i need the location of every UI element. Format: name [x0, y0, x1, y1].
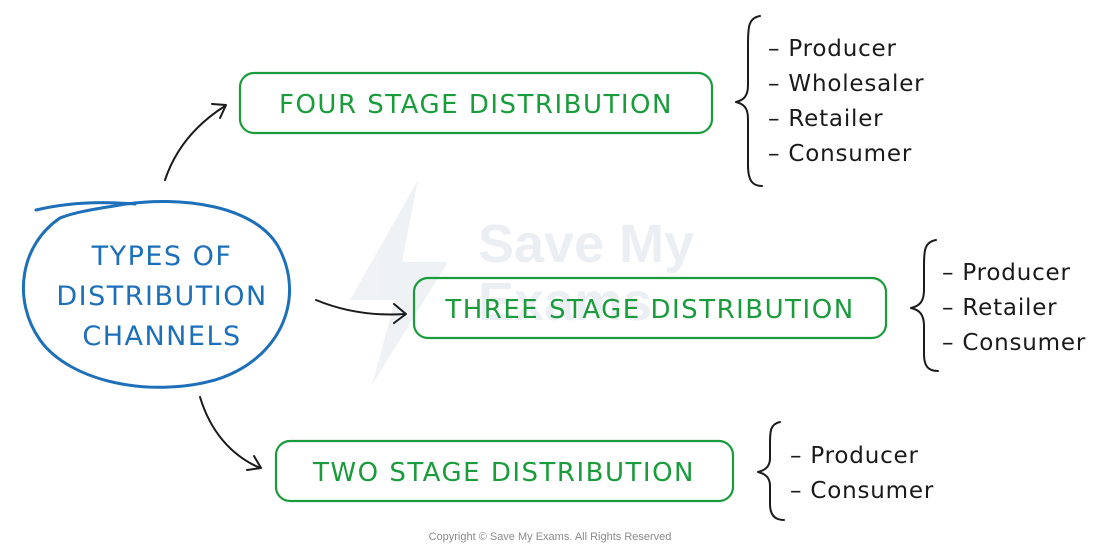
center-label-line1: TYPES OF	[91, 241, 233, 272]
arrow-to-two-stage	[199, 396, 262, 471]
list-item: – Retailer	[942, 295, 1057, 321]
three-stage-items: – Producer – Retailer – Consumer	[942, 260, 1086, 356]
center-node: TYPES OF DISTRIBUTION CHANNELS	[21, 199, 291, 389]
watermark: Save My Exams	[350, 180, 694, 385]
list-item: – Consumer	[790, 478, 934, 504]
center-outline	[21, 199, 291, 389]
three-stage-brace	[910, 239, 939, 372]
four-stage-node: FOUR STAGE DISTRIBUTION	[238, 71, 714, 135]
copyright-notice: Copyright © Save My Exams. All Rights Re…	[429, 531, 672, 543]
list-item: – Consumer	[942, 330, 1086, 356]
list-item: – Wholesaler	[768, 71, 924, 97]
arrow-to-three-stage	[315, 299, 407, 324]
two-stage-node: TWO STAGE DISTRIBUTION	[274, 439, 735, 503]
three-stage-label: THREE STAGE DISTRIBUTION	[444, 295, 854, 325]
list-item: – Consumer	[768, 141, 912, 167]
three-stage-node: THREE STAGE DISTRIBUTION	[412, 276, 888, 340]
four-stage-items: – Producer – Wholesaler – Retailer – Con…	[768, 36, 924, 167]
center-outline-tail	[34, 201, 137, 212]
center-label-line3: CHANNELS	[82, 321, 241, 352]
two-stage-brace	[757, 421, 785, 521]
list-item: – Producer	[942, 260, 1071, 286]
center-label-line2: DISTRIBUTION	[56, 281, 267, 312]
watermark-line2: Exams	[478, 272, 652, 332]
four-stage-box	[238, 71, 714, 135]
watermark-bolt-icon	[350, 180, 448, 385]
four-stage-label: FOUR STAGE DISTRIBUTION	[279, 90, 673, 120]
list-item: – Retailer	[768, 106, 883, 132]
list-item: – Producer	[768, 36, 897, 62]
four-stage-brace	[735, 15, 763, 187]
list-item: – Producer	[790, 443, 919, 469]
three-stage-box	[412, 276, 888, 340]
arrow-to-four-stage	[164, 103, 227, 181]
two-stage-label: TWO STAGE DISTRIBUTION	[312, 458, 695, 488]
two-stage-items: – Producer – Consumer	[790, 443, 934, 504]
two-stage-box	[274, 439, 735, 503]
watermark-line1: Save My	[478, 214, 694, 274]
